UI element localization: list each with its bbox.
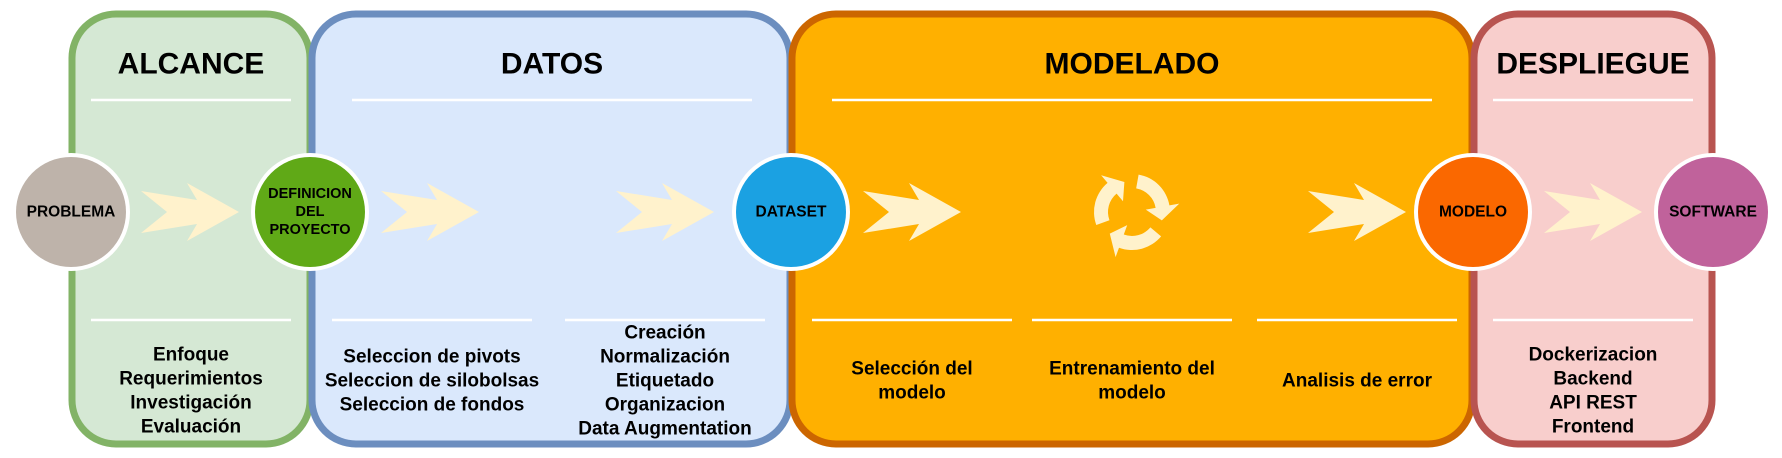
task-group-line: Frontend bbox=[1552, 417, 1634, 438]
milestone-software: SOFTWARE bbox=[1654, 153, 1772, 271]
milestone-label-line: PROYECTO bbox=[269, 222, 350, 238]
task-group-line: Etiquetado bbox=[616, 371, 714, 392]
task-group-line: Organizacion bbox=[605, 395, 725, 416]
phase-title: DESPLIEGUE bbox=[1496, 48, 1689, 81]
milestone-circle bbox=[255, 157, 365, 267]
task-group: Entrenamiento del modelo bbox=[1049, 359, 1215, 404]
task-group-line: Analisis de error bbox=[1282, 371, 1433, 392]
arrow-right-icon bbox=[1308, 183, 1406, 241]
milestone-circle bbox=[1658, 157, 1768, 267]
task-group-line: modelo bbox=[1098, 383, 1166, 404]
milestone-modelo: MODELO bbox=[1414, 153, 1532, 271]
task-group-line: Investigación bbox=[130, 393, 251, 414]
task-group: Analisis de error bbox=[1282, 371, 1433, 392]
task-group-line: Seleccion de fondos bbox=[340, 395, 525, 416]
milestone-circle bbox=[736, 157, 846, 267]
cycle-segment bbox=[1109, 225, 1162, 258]
task-group: Selección del modelo bbox=[851, 359, 972, 404]
task-group-line: modelo bbox=[878, 383, 946, 404]
recycle-icon bbox=[1094, 174, 1180, 258]
milestone-label-line: DEFINICION bbox=[268, 186, 352, 202]
milestone-label: PROBLEMA bbox=[27, 204, 116, 221]
phase-modelado: MODELADO bbox=[788, 10, 1476, 448]
task-group-line: Creación bbox=[624, 323, 705, 344]
milestone-label: DATASET bbox=[756, 204, 827, 221]
milestone-definicion: DEFINICION DEL PROYECTO bbox=[251, 153, 369, 271]
milestone-label-line: PROBLEMA bbox=[27, 204, 116, 221]
arrow-right-icon bbox=[863, 183, 961, 241]
task-group-line: Selección del bbox=[851, 359, 972, 380]
task-group-line: Backend bbox=[1553, 369, 1632, 390]
milestone-circle bbox=[16, 157, 126, 267]
task-group-line: Data Augmentation bbox=[578, 419, 751, 440]
milestone-label: SOFTWARE bbox=[1669, 204, 1757, 221]
arrow-right-icon bbox=[381, 183, 479, 241]
milestone-label-line: SOFTWARE bbox=[1669, 204, 1757, 221]
cycle-segment bbox=[1136, 174, 1180, 221]
milestone-label-line: DATASET bbox=[756, 204, 827, 221]
arrow-right-icon bbox=[616, 183, 714, 241]
cycle-segment bbox=[1094, 175, 1125, 225]
milestone-label-line: MODELO bbox=[1439, 204, 1507, 221]
milestone-dataset: DATASET bbox=[732, 153, 850, 271]
phase-title: MODELADO bbox=[1045, 48, 1220, 81]
milestone-problema: PROBLEMA bbox=[12, 153, 130, 271]
phase-title: DATOS bbox=[501, 48, 603, 81]
task-group-line: Normalización bbox=[600, 347, 730, 368]
task-group-line: Entrenamiento del bbox=[1049, 359, 1215, 380]
task-group-line: Seleccion de silobolsas bbox=[325, 371, 539, 392]
task-group-line: Evaluación bbox=[141, 417, 241, 438]
arrow-right-icon bbox=[141, 183, 239, 241]
arrow-right-icon bbox=[1544, 183, 1642, 241]
milestone-label: DEFINICION DEL PROYECTO bbox=[268, 186, 352, 238]
milestone-label-line: DEL bbox=[296, 204, 325, 220]
phase-title: ALCANCE bbox=[118, 48, 265, 81]
task-group-line: API REST bbox=[1549, 393, 1637, 414]
milestone-label: MODELO bbox=[1439, 204, 1507, 221]
task-group-line: Enfoque bbox=[153, 345, 229, 366]
task-group-line: Dockerizacion bbox=[1529, 345, 1658, 366]
task-group-line: Requerimientos bbox=[119, 369, 263, 390]
task-group-line: Seleccion de pivots bbox=[343, 347, 520, 368]
milestone-circle bbox=[1418, 157, 1528, 267]
